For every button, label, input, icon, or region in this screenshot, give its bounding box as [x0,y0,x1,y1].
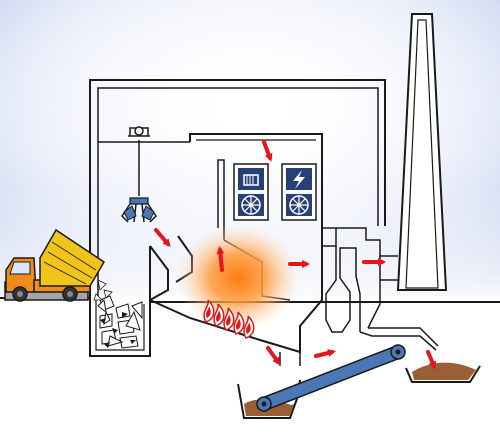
boiler [233,163,317,221]
chimney [396,13,448,291]
flow-arrow [154,228,171,248]
lightning-icon [286,168,312,190]
combustion-grate [203,299,255,339]
crane-grab [121,126,157,223]
fan-icon [286,194,312,216]
flow-arrow [216,246,225,272]
ash-conveyor [256,344,406,412]
flow-arrow [314,349,336,358]
ash-container [405,362,481,383]
flow-arrow [426,350,437,370]
truck-dump-body [39,228,106,287]
turbine-icon [238,168,264,190]
fan-icon [238,194,264,216]
garbage-truck [4,228,113,302]
flow-arrows [154,140,437,370]
flow-arrow [262,140,273,162]
flue-gas-cleaning [321,227,398,333]
flow-arrow [266,346,281,366]
filter-hopper [359,327,439,351]
plant-building [89,79,386,300]
